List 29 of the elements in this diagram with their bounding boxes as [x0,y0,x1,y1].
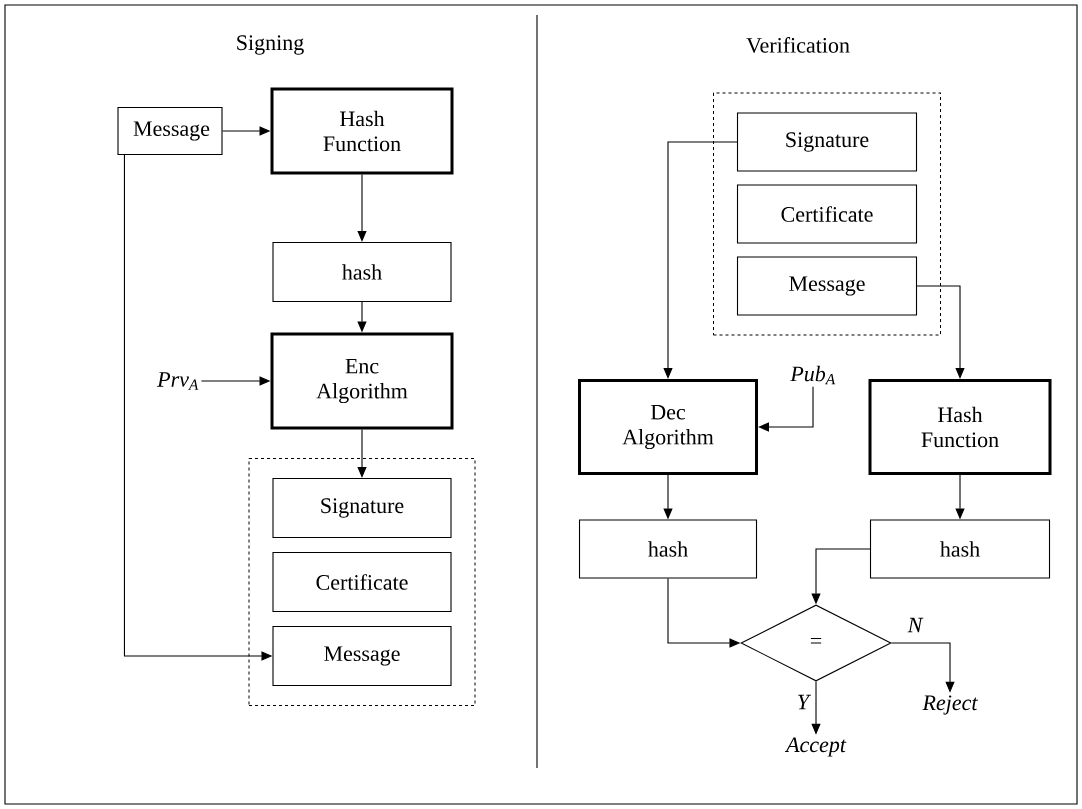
process-box: Certificate [736,184,918,244]
dashed-group-box [248,458,476,706]
process-box: hash [578,519,758,579]
process-box: Message [736,256,918,316]
key-label: Reject [922,695,978,715]
process-box: Message [272,625,452,687]
arrow [916,285,965,379]
process-box: Hash Function [868,379,1052,475]
process-box: Enc Algorithm [270,332,454,430]
edge-label: Y [795,693,812,711]
process-box: Signature [272,477,452,539]
arrow [357,428,367,478]
key-label: Pub$_{A}$ [790,365,836,385]
arrow [357,173,367,242]
edge-label: N [906,616,924,634]
process-box: Certificate [272,551,452,613]
arrow [663,141,738,379]
dashed-group-box [713,92,941,336]
process-box: hash [272,241,452,303]
key-label: Prv$_{A}$ [157,372,199,390]
process-box: Message [117,106,223,156]
panel-heading: Verification [746,37,850,53]
panel-heading: Signing [237,35,304,55]
process-box: Hash Function [270,87,454,175]
process-box: Dec Algorithm [578,379,758,475]
process-box: Signature [736,112,918,172]
process-box: hash [869,519,1051,579]
arrow [758,386,814,432]
key-label: Accept [784,737,847,757]
